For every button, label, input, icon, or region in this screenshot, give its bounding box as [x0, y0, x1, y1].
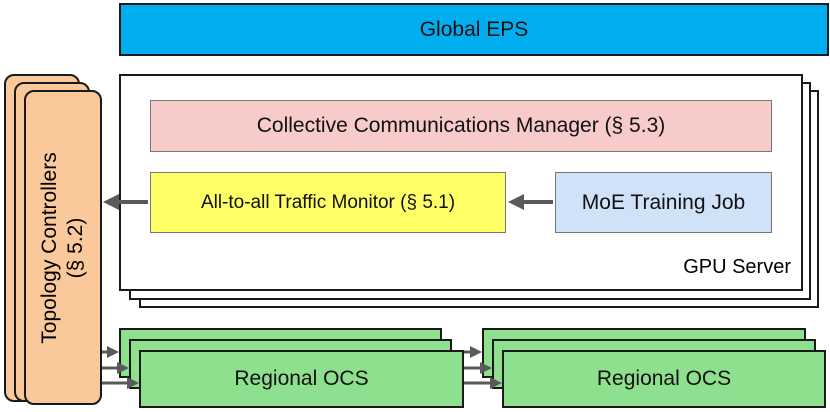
global-eps-label: Global EPS	[419, 17, 529, 41]
regional-ocs-1-box: Regional OCS	[139, 350, 464, 408]
regional-ocs-2-label: Regional OCS	[596, 367, 732, 390]
gpu-server-label: GPU Server	[683, 256, 791, 278]
traffic-monitor-box: All-to-all Traffic Monitor (§ 5.1)	[150, 172, 506, 233]
topology-controllers-box: Topology Controllers (§ 5.2)	[24, 90, 102, 405]
collective-manager-box: Collective Communications Manager (§ 5.3…	[150, 100, 772, 152]
moe-job-box: MoE Training Job	[555, 172, 772, 233]
global-eps-box: Global EPS	[119, 3, 829, 56]
regional-ocs-1-label: Regional OCS	[234, 367, 369, 390]
collective-manager-label: Collective Communications Manager (§ 5.3…	[256, 114, 666, 137]
traffic-monitor-label: All-to-all Traffic Monitor (§ 5.1)	[200, 191, 456, 213]
moe-job-label: MoE Training Job	[581, 190, 746, 214]
regional-ocs-2-box: Regional OCS	[502, 350, 826, 408]
